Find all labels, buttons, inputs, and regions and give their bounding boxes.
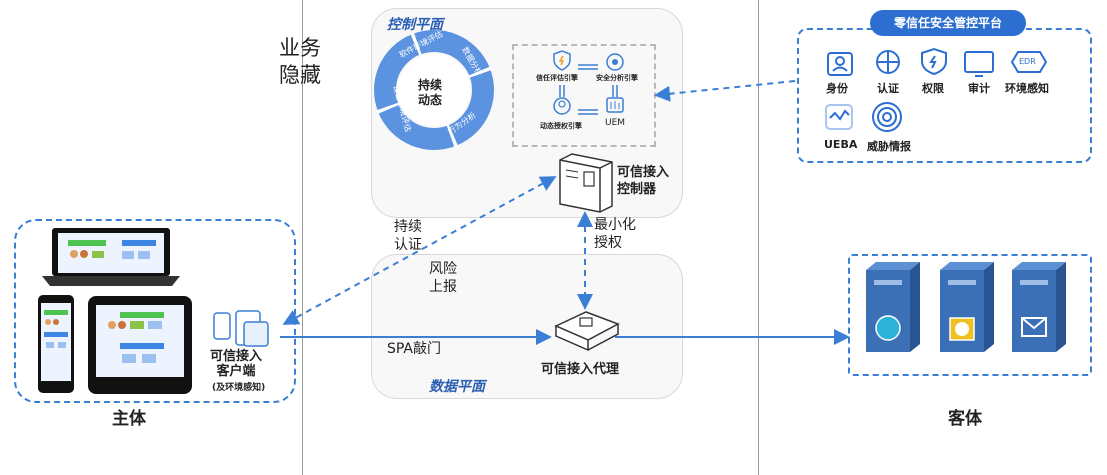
continuous-auth-label: 持续 认证 [394, 219, 422, 253]
platform-item-env: 环境感知 [1005, 82, 1049, 95]
divider-right [758, 0, 759, 475]
client-sub-label: (及环境感知) [212, 383, 266, 393]
identity-icon [827, 52, 853, 76]
control-plane-title: 控制平面 [387, 17, 443, 33]
phone-device [38, 295, 74, 393]
audit-icon [964, 51, 994, 77]
laptop-device [42, 228, 180, 286]
proxy-device-icon [554, 311, 620, 352]
min-auth-label: 最小化 授权 [594, 217, 636, 251]
platform-item-identity: 身份 [826, 82, 848, 95]
risk-report-label: 风险 上报 [429, 261, 457, 295]
dynamic-cycle-diagram [373, 29, 495, 151]
business-hidden-label: 业务 隐藏 [279, 36, 321, 87]
cycle-center-label: 持续 动态 [418, 78, 443, 107]
server-web [866, 262, 920, 352]
controller-server-icon [559, 153, 613, 213]
security-analysis-engine-label: 安全分析引擎 [596, 74, 638, 82]
edr-icon [1010, 51, 1048, 73]
security-analysis-icon [606, 53, 624, 71]
controller-label: 可信接入 控制器 [617, 165, 670, 197]
permission-icon [921, 47, 947, 76]
platform-item-audit: 审计 [968, 82, 990, 95]
engine-arrows [559, 64, 618, 115]
server-finance [940, 262, 994, 352]
controller-client-arrow [282, 176, 557, 325]
auth-icon [876, 50, 900, 74]
platform-item-threat: 威胁情报 [867, 140, 911, 153]
platform-to-engine-arrow [654, 80, 796, 102]
proxy-label: 可信接入代理 [541, 362, 620, 377]
server-mail [1012, 262, 1066, 352]
object-label: 客体 [948, 409, 982, 429]
uem-icon [606, 97, 624, 113]
spa-label: SPA敲门 [387, 341, 442, 357]
dynamic-auth-icon [553, 97, 571, 115]
edr-icon-text: EDR [1019, 57, 1036, 66]
platform-item-auth: 认证 [877, 82, 899, 95]
subject-label: 主体 [112, 409, 146, 429]
uem-label: UEM [605, 118, 626, 128]
trust-eval-engine-label: 信任评估引擎 [536, 74, 578, 82]
ueba-icon [825, 104, 853, 130]
object-box [848, 254, 1092, 376]
dynamic-auth-engine-label: 动态授权引擎 [540, 122, 582, 130]
platform-item-ueba: UEBA [824, 138, 858, 151]
platform-item-permission: 权限 [922, 82, 944, 95]
client-label: 可信接入 客户端 [210, 349, 263, 379]
data-plane-title: 数据平面 [429, 379, 485, 395]
platform-title: 零信任安全管控平台 [870, 10, 1026, 36]
threat-intel-icon [872, 102, 902, 132]
device-screen-content [44, 240, 164, 363]
client-icon [213, 310, 269, 347]
trust-eval-icon [553, 50, 571, 71]
